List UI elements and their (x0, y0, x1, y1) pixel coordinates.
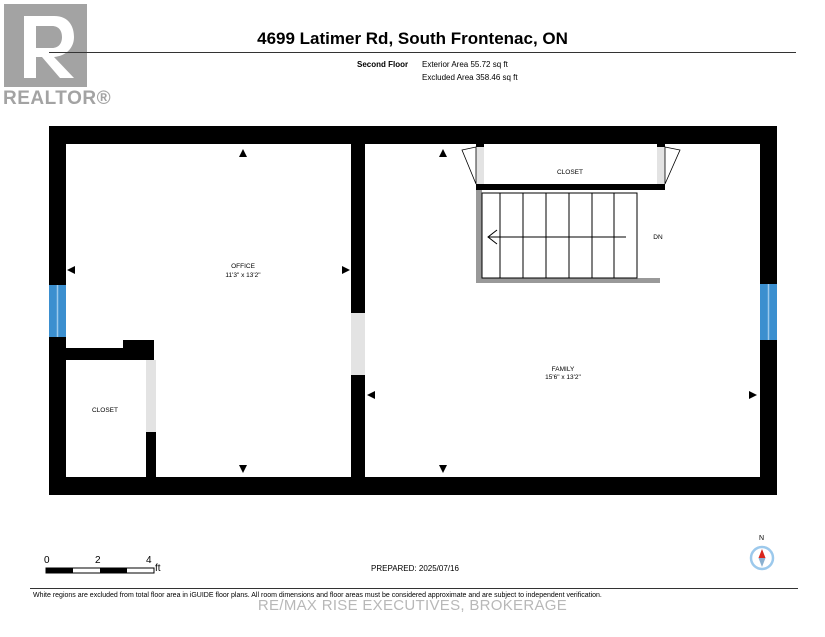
compass: N (746, 535, 780, 575)
family-name: FAMILY (552, 366, 575, 373)
scale-bar (45, 567, 155, 574)
closet-door-left (146, 360, 156, 432)
realtor-logo: REALTOR® (0, 0, 111, 112)
office-dims: 11'3" x 13'2" (225, 272, 261, 279)
wall-bottom (49, 477, 777, 495)
stairs-label: DN (653, 234, 663, 241)
prepared-date: PREPARED: 2025/07/16 (371, 564, 459, 573)
floor-label: Second Floor (357, 60, 409, 69)
closet-door-top-right (657, 147, 665, 184)
title-divider (49, 52, 796, 53)
page-title: 4699 Latimer Rd, South Frontenac, ON (257, 29, 568, 48)
staircase (481, 192, 638, 279)
family-dims: 15'6" x 13'2" (545, 374, 581, 381)
scale-tick-4: 4 (146, 555, 152, 566)
realtor-logo-mark (4, 4, 87, 87)
compass-icon (749, 545, 775, 571)
brokerage-watermark: RE/MAX RISE EXECUTIVES, BROKERAGE (257, 597, 568, 614)
dimension-markers (67, 149, 757, 473)
office-name: OFFICE (231, 263, 255, 270)
wall-middle-upper (351, 144, 365, 313)
closet-door-top-left (476, 147, 484, 184)
closet-top-name: CLOSET (557, 169, 583, 176)
closet-wall-right (146, 432, 156, 477)
excluded-area: Excluded Area 358.46 sq ft (422, 73, 518, 82)
scale-tick-2: 2 (95, 555, 101, 566)
realtor-wordmark: REALTOR® (3, 88, 112, 109)
closet-wall-corner (123, 340, 154, 360)
disclaimer: White regions are excluded from total fl… (33, 592, 602, 599)
closet-wall-bottom (476, 184, 665, 190)
doorway-office (351, 313, 365, 375)
footer-divider (30, 588, 798, 589)
compass-north-label: N (759, 535, 765, 542)
scale-unit: ft (155, 563, 161, 574)
r-letter-icon (24, 16, 74, 78)
wall-top (49, 126, 777, 144)
exterior-area: Exterior Area 55.72 sq ft (422, 60, 508, 69)
closet-left-name: CLOSET (92, 407, 118, 414)
scale-tick-0: 0 (44, 555, 50, 566)
wall-middle-lower (351, 375, 365, 477)
